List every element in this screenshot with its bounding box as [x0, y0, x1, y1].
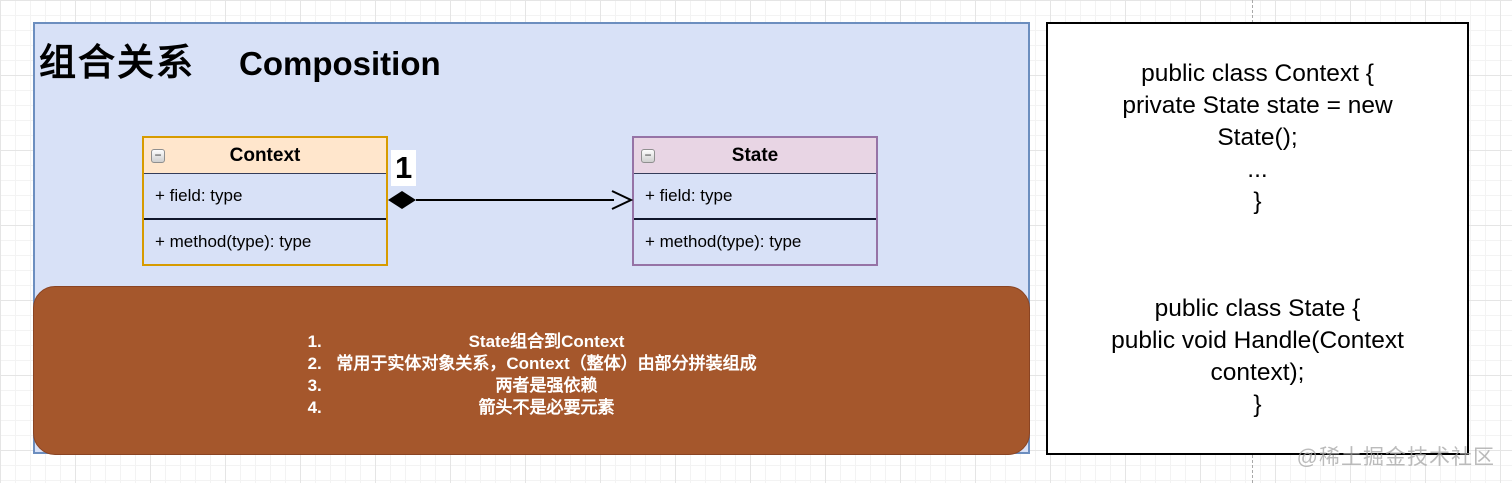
class-name-state: State [731, 144, 779, 166]
row-divider [144, 218, 386, 220]
composition-diamond-icon [388, 191, 416, 209]
code-panel[interactable]: public class Context { private State sta… [1046, 22, 1469, 455]
note-item: 常用于实体对象关系，Context（整体）由部分拼装组成 [327, 353, 767, 375]
uml-class-state-header: − State [634, 138, 876, 174]
code-context-class: public class Context { private State sta… [1122, 60, 1393, 215]
composition-panel: 组合关系 Composition − Context + field: type … [33, 22, 1030, 455]
composition-edge[interactable] [388, 184, 634, 216]
uml-class-context[interactable]: − Context + field: type + method(type): … [142, 136, 388, 266]
row-divider [634, 218, 876, 220]
uml-class-context-header: − Context [144, 138, 386, 174]
note-item: 两者是强依赖 [327, 375, 767, 397]
collapse-icon[interactable]: − [151, 148, 165, 163]
panel-title-zh: 组合关系 [39, 42, 195, 83]
class-field-context: + field: type [155, 186, 243, 205]
class-method-state: + method(type): type [645, 232, 802, 251]
code-state-class: public class State { public void Handle(… [1111, 295, 1404, 418]
panel-title-en: Composition [239, 45, 441, 82]
notes-list: State组合到Context 常用于实体对象关系，Context（整体）由部分… [297, 331, 767, 419]
panel-title: 组合关系 Composition [39, 32, 441, 86]
class-name-context: Context [229, 144, 301, 166]
open-arrowhead-icon [611, 190, 634, 210]
uml-class-state[interactable]: − State + field: type + method(type): ty… [632, 136, 878, 266]
note-item: State组合到Context [327, 331, 767, 353]
class-field-state: + field: type [645, 186, 733, 205]
collapse-icon[interactable]: − [641, 148, 655, 163]
notes-box[interactable]: State组合到Context 常用于实体对象关系，Context（整体）由部分… [33, 286, 1030, 455]
multiplicity-label: 1 [391, 150, 417, 186]
watermark: @稀土掘金技术社区 [1296, 446, 1495, 469]
note-item: 箭头不是必要元素 [327, 397, 767, 419]
class-method-context: + method(type): type [155, 232, 312, 251]
